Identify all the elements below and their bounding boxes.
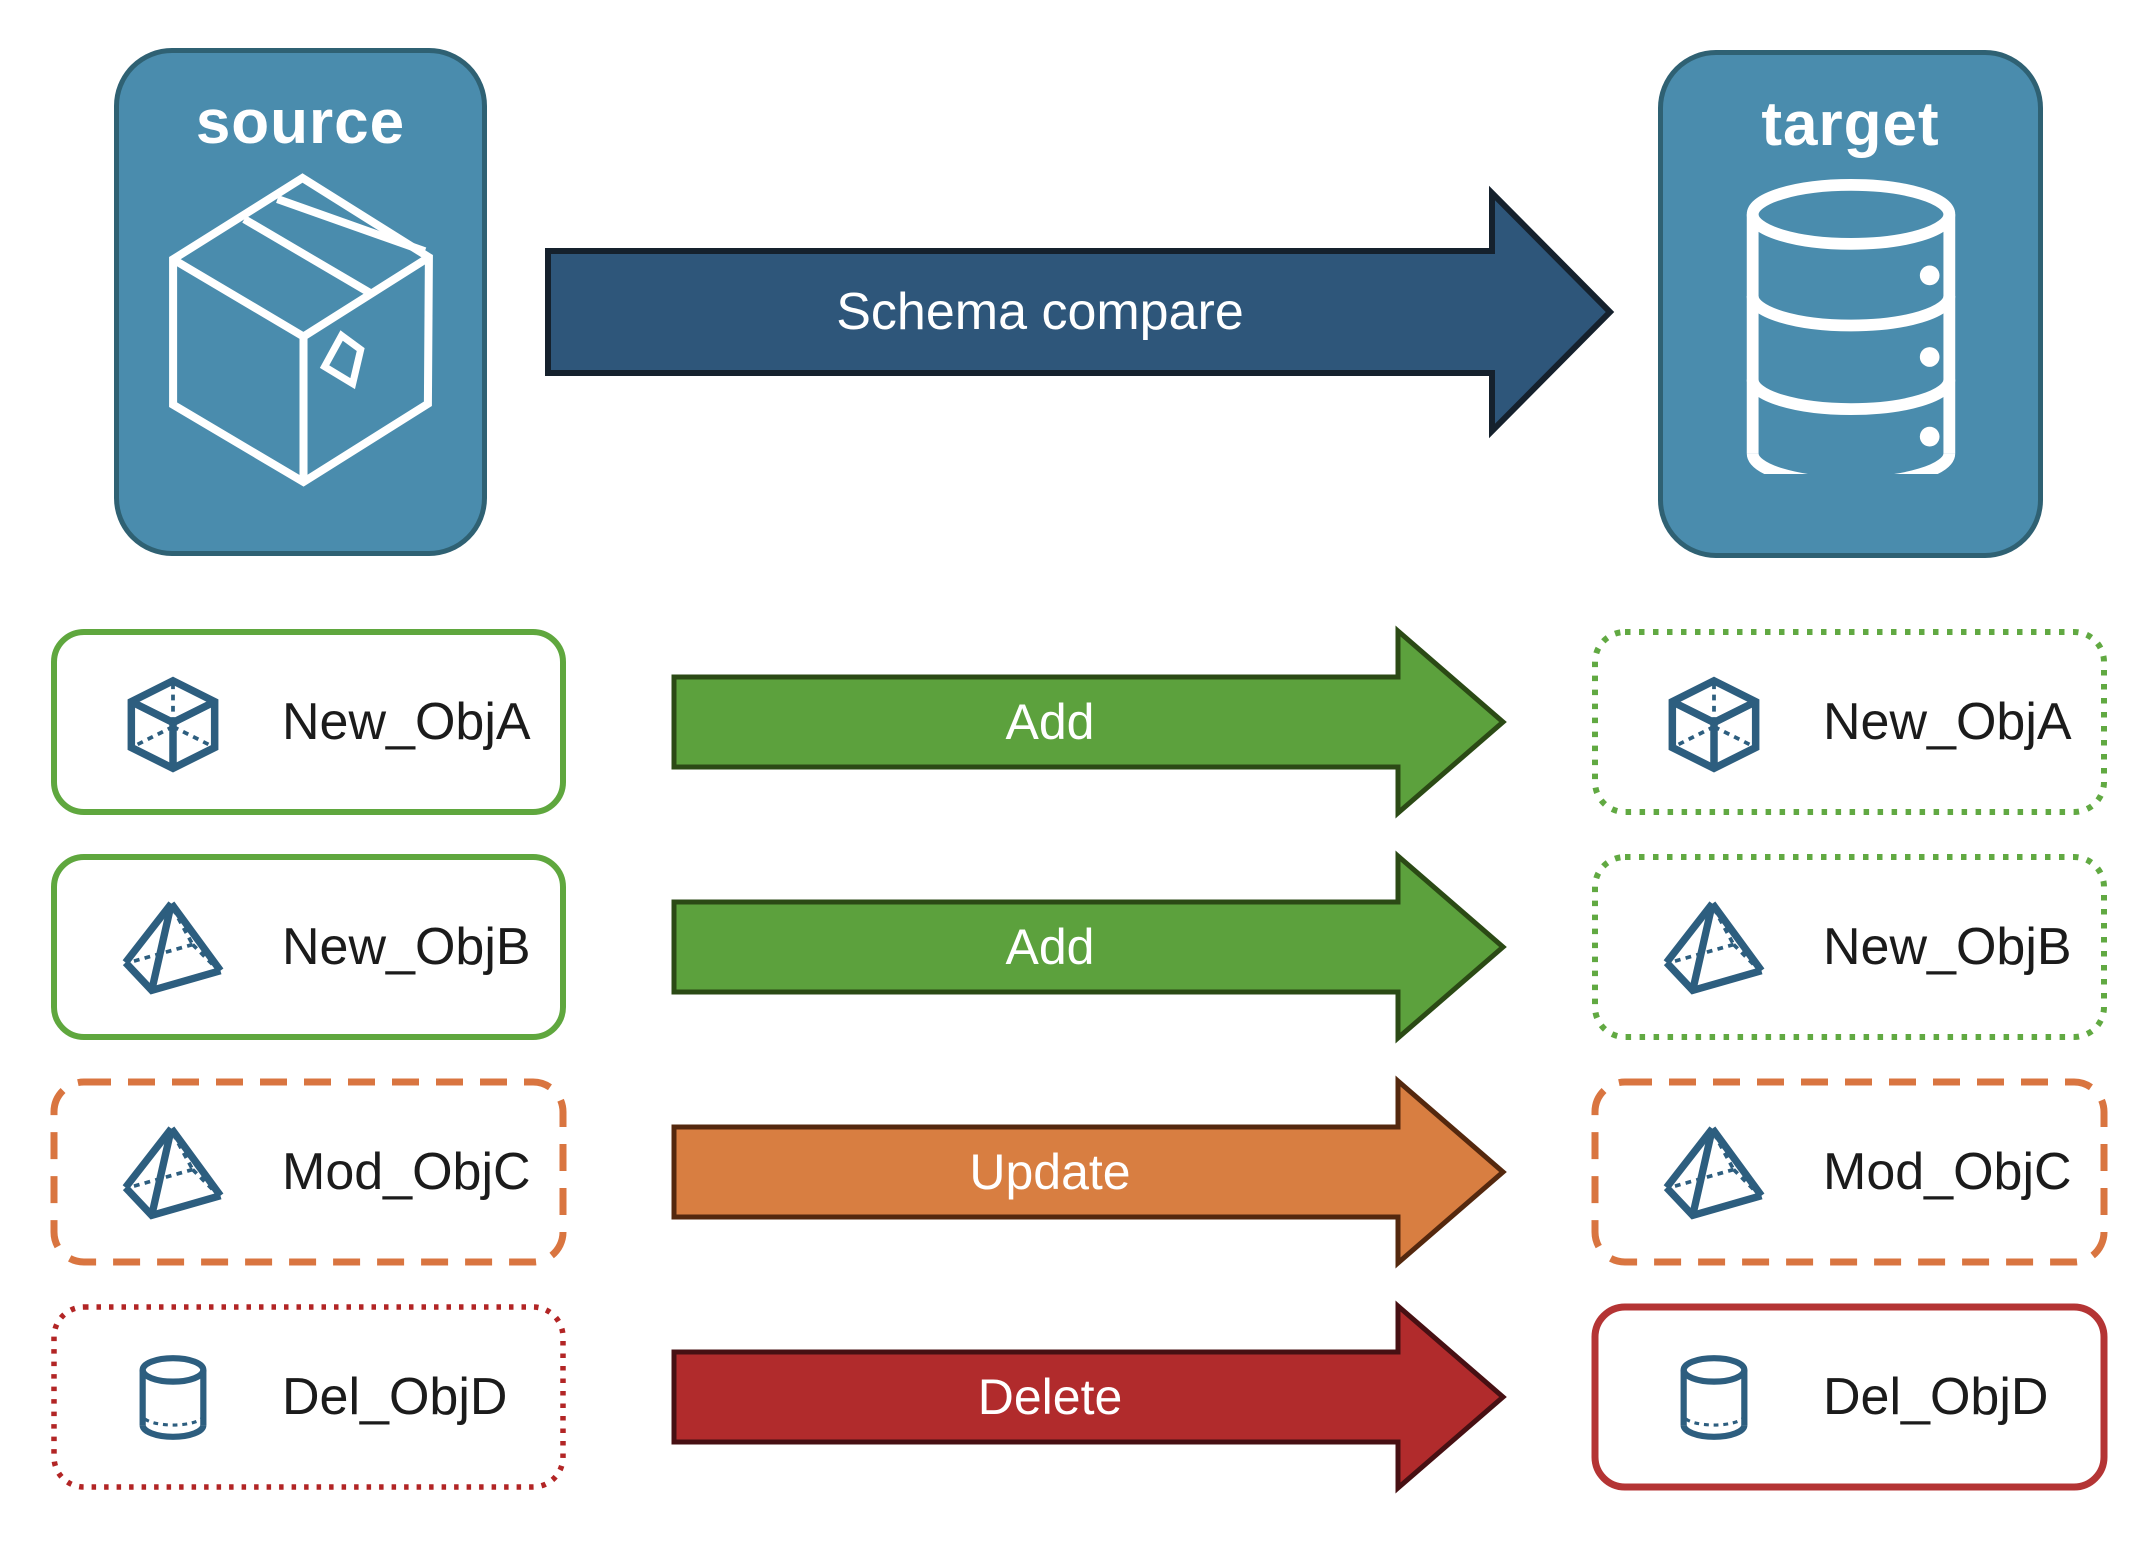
database-icon — [1733, 179, 1969, 474]
comparison-row-del-objd: Del_ObjD Delete Del_ObjD — [0, 1303, 2150, 1491]
delete-arrow-label: Delete — [978, 1369, 1123, 1425]
card-border-dashed-orange — [1591, 1078, 2108, 1266]
object-label: New_ObjB — [1823, 918, 2072, 976]
object-label: Mod_ObjC — [282, 1143, 531, 1201]
target-object-card: New_ObjA — [1591, 628, 2108, 816]
comparison-row-new-objb: New_ObjB Add New_ObjB — [0, 853, 2150, 1041]
cube-3d-icon — [118, 662, 228, 782]
update-arrow-label: Update — [969, 1144, 1130, 1200]
comparison-row-mod-objc: Mod_ObjC Update Mod_ObjC — [0, 1078, 2150, 1266]
package-box-icon — [167, 171, 435, 489]
card-border-solid-green — [51, 629, 566, 815]
schema-compare-arrow: Schema compare — [545, 185, 1615, 439]
object-label: New_ObjA — [1823, 693, 2072, 751]
object-label: New_ObjB — [282, 918, 531, 976]
card-border-solid-green — [51, 854, 566, 1040]
add-arrow: Add — [670, 622, 1510, 822]
pyramid-3d-icon — [118, 887, 228, 1007]
update-arrow: Update — [670, 1072, 1510, 1272]
cylinder-3d-icon — [118, 1337, 228, 1457]
add-arrow-label: Add — [1006, 919, 1095, 975]
object-label: Mod_ObjC — [1823, 1143, 2072, 1201]
source-object-card: New_ObjA — [50, 628, 567, 816]
add-arrow-label: Add — [1006, 694, 1095, 750]
target-object-card: Mod_ObjC — [1591, 1078, 2108, 1266]
target-object-card: Del_ObjD — [1591, 1303, 2108, 1491]
comparison-row-new-obja: New_ObjA Add New_ObjA — [0, 628, 2150, 816]
card-border-solid-red — [1591, 1303, 2108, 1491]
card-border-dotted-green — [1592, 854, 2107, 1040]
cylinder-3d-icon — [1659, 1337, 1769, 1457]
target-title: target — [1761, 90, 1940, 159]
add-arrow: Add — [670, 847, 1510, 1047]
pyramid-3d-icon — [1659, 1112, 1769, 1232]
object-label: New_ObjA — [282, 693, 531, 751]
source-object-card: Del_ObjD — [50, 1303, 567, 1491]
pyramid-3d-icon — [1659, 887, 1769, 1007]
target-box: target — [1658, 50, 2043, 558]
schema-compare-label: Schema compare — [836, 283, 1244, 341]
card-border-dashed-orange — [50, 1078, 567, 1266]
source-object-card: Mod_ObjC — [50, 1078, 567, 1266]
card-border-dotted-green — [1592, 629, 2107, 815]
object-label: Del_ObjD — [282, 1368, 508, 1426]
source-object-card: New_ObjB — [50, 853, 567, 1041]
pyramid-3d-icon — [118, 1112, 228, 1232]
card-border-dotted-red — [51, 1304, 566, 1490]
source-title: source — [195, 88, 406, 157]
cube-3d-icon — [1659, 662, 1769, 782]
target-object-card: New_ObjB — [1591, 853, 2108, 1041]
delete-arrow: Delete — [670, 1297, 1510, 1497]
object-label: Del_ObjD — [1823, 1368, 2049, 1426]
source-box: source — [114, 48, 487, 556]
